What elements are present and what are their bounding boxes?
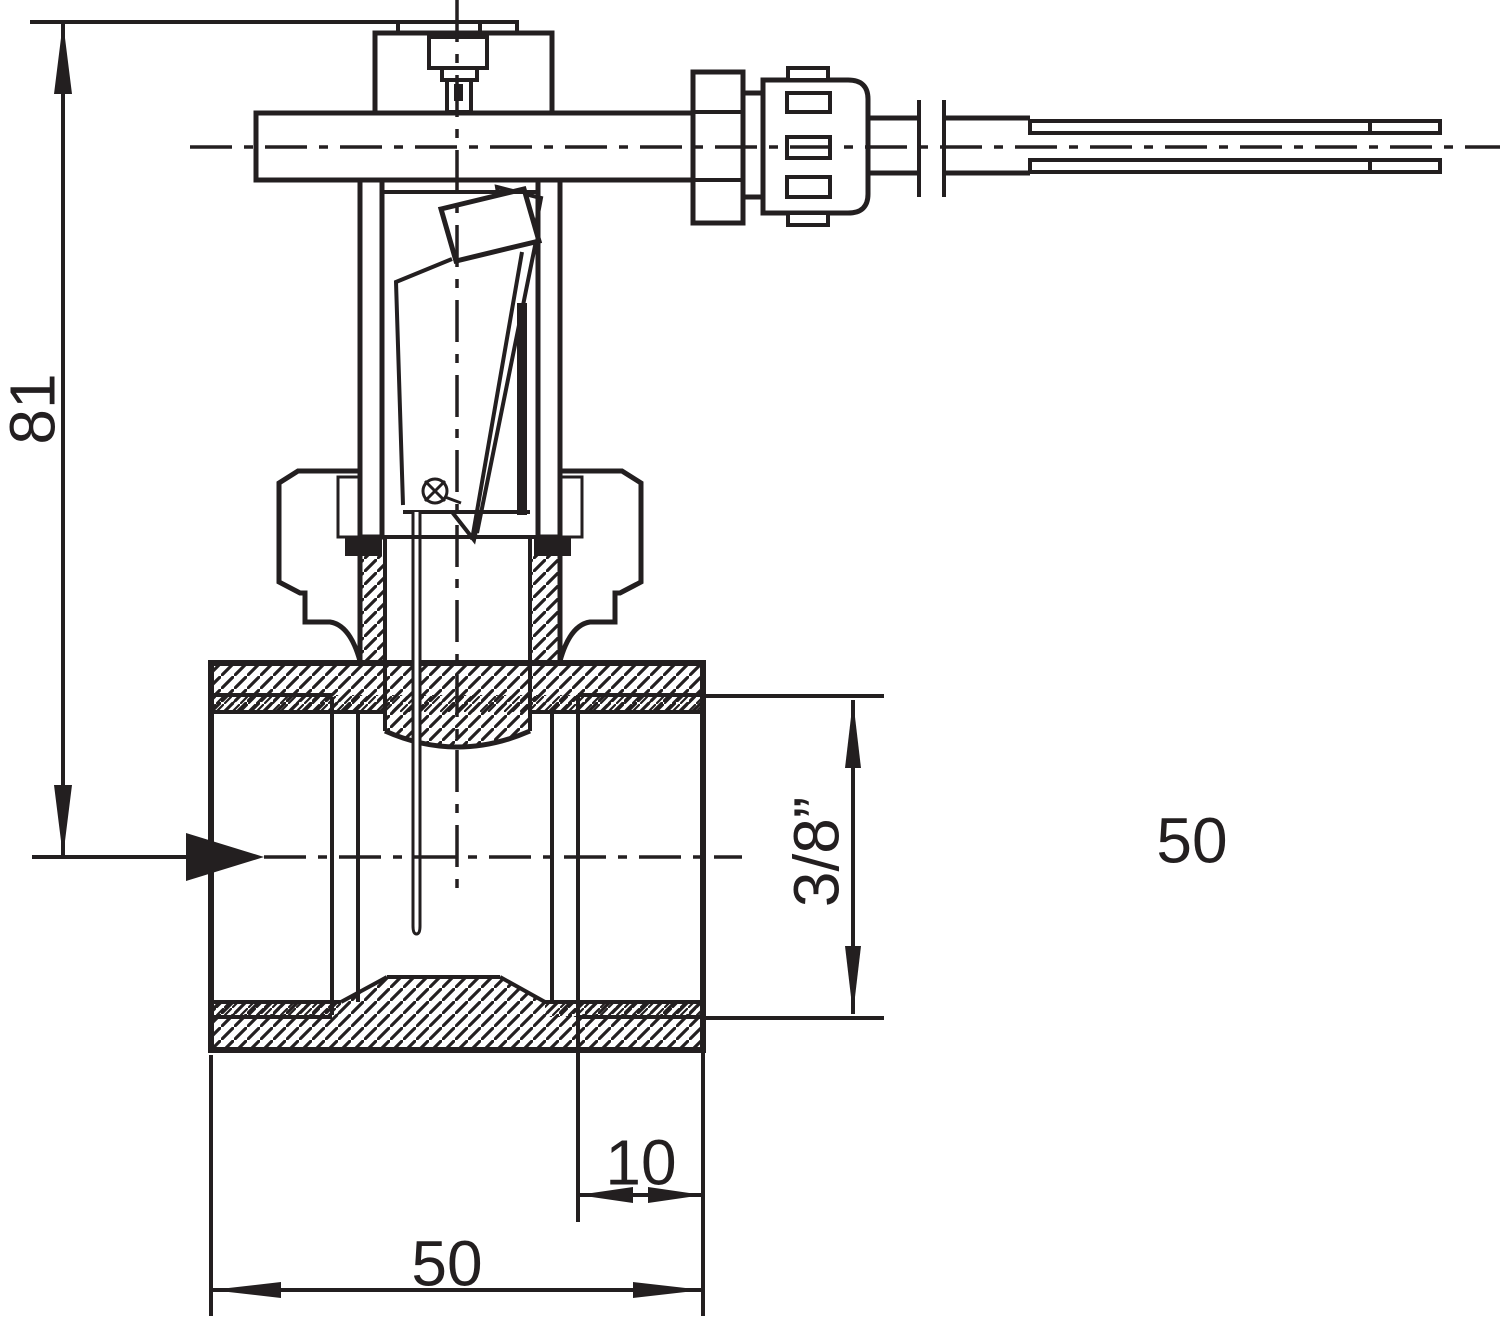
dimension-3-8in: 3/8” bbox=[706, 694, 884, 1020]
bonnet-hex-right bbox=[557, 468, 644, 662]
packing-gap-right bbox=[558, 475, 584, 539]
dim-50-right-label: 50 bbox=[1156, 804, 1227, 876]
dim-50-bottom-label: 50 bbox=[411, 1227, 482, 1299]
adapter-neck bbox=[740, 90, 766, 200]
adapter-hex-flats bbox=[693, 110, 743, 182]
bonnet-neck-hatch-right bbox=[530, 556, 560, 663]
wedge-edges bbox=[393, 240, 538, 545]
square-drive-end bbox=[1028, 119, 1442, 174]
gland-cap bbox=[372, 20, 555, 116]
dim-10-label: 10 bbox=[605, 1126, 676, 1198]
flow-direction-arrow bbox=[186, 833, 264, 881]
extension-rod bbox=[868, 115, 1030, 176]
wedge-guide-bar bbox=[517, 303, 527, 515]
tube-wall-left bbox=[357, 177, 385, 540]
bonnet bbox=[276, 468, 644, 663]
dimension-10: 10 bbox=[576, 697, 705, 1316]
dim-3-8-label: 3/8” bbox=[780, 797, 852, 907]
dimension-81: 81 bbox=[0, 20, 398, 881]
gate-tail-rod bbox=[411, 512, 422, 936]
dimension-50-bottom: 50 bbox=[209, 1055, 703, 1316]
seat-seal-left bbox=[345, 537, 382, 556]
bonnet-hex-left bbox=[276, 468, 363, 662]
body-bottom-thread-band-left bbox=[211, 1002, 341, 1017]
dimension-50-right: 50 bbox=[1156, 804, 1227, 876]
bore-lines bbox=[211, 693, 703, 1019]
body-bottom-thread-band-right bbox=[545, 1002, 703, 1017]
bore-intersection-arc bbox=[383, 728, 532, 750]
tube-wall-right bbox=[535, 177, 563, 540]
packing-gap-left bbox=[336, 475, 362, 539]
position-mark bbox=[421, 477, 462, 505]
gate-wedge bbox=[393, 184, 544, 936]
bonnet-neck-hatch-left bbox=[360, 556, 385, 663]
dim-81-label: 81 bbox=[0, 373, 68, 444]
seat-seal-right bbox=[534, 537, 571, 556]
centerlines bbox=[190, 0, 1500, 890]
tube-inner-lines bbox=[382, 190, 538, 539]
